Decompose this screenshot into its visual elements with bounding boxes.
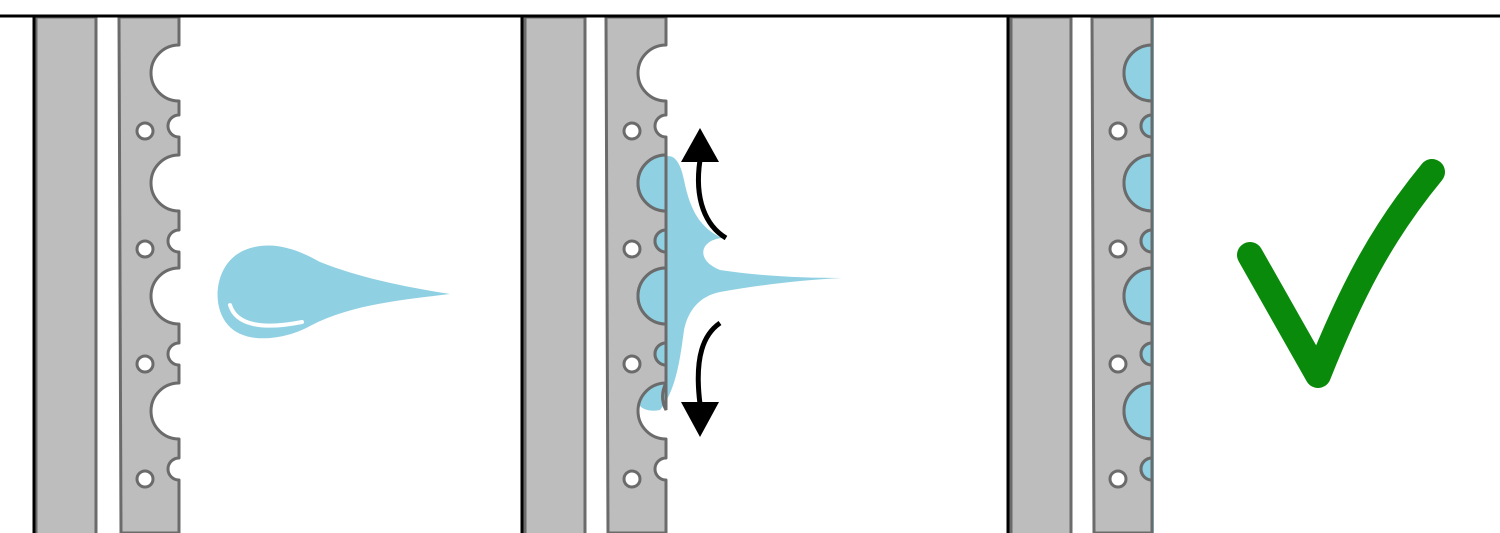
back-plate — [523, 15, 587, 533]
filled-pores — [1122, 43, 1154, 482]
porous-wall — [117, 15, 181, 533]
down-curved-arrow-icon — [681, 320, 722, 437]
back-plate — [1009, 15, 1073, 533]
filled-pores — [636, 153, 668, 411]
checkmark-icon — [1237, 159, 1445, 388]
panel-1 — [34, 15, 450, 533]
droplet-highlight — [228, 303, 304, 328]
water-spread — [636, 156, 842, 411]
water-droplet — [217, 245, 450, 339]
back-plate — [34, 15, 98, 533]
panel-borders — [0, 14, 1500, 533]
panel-3 — [1009, 15, 1445, 533]
up-curved-arrow-icon — [681, 128, 728, 241]
panel-2 — [523, 15, 842, 533]
spread-highlight — [678, 310, 704, 382]
